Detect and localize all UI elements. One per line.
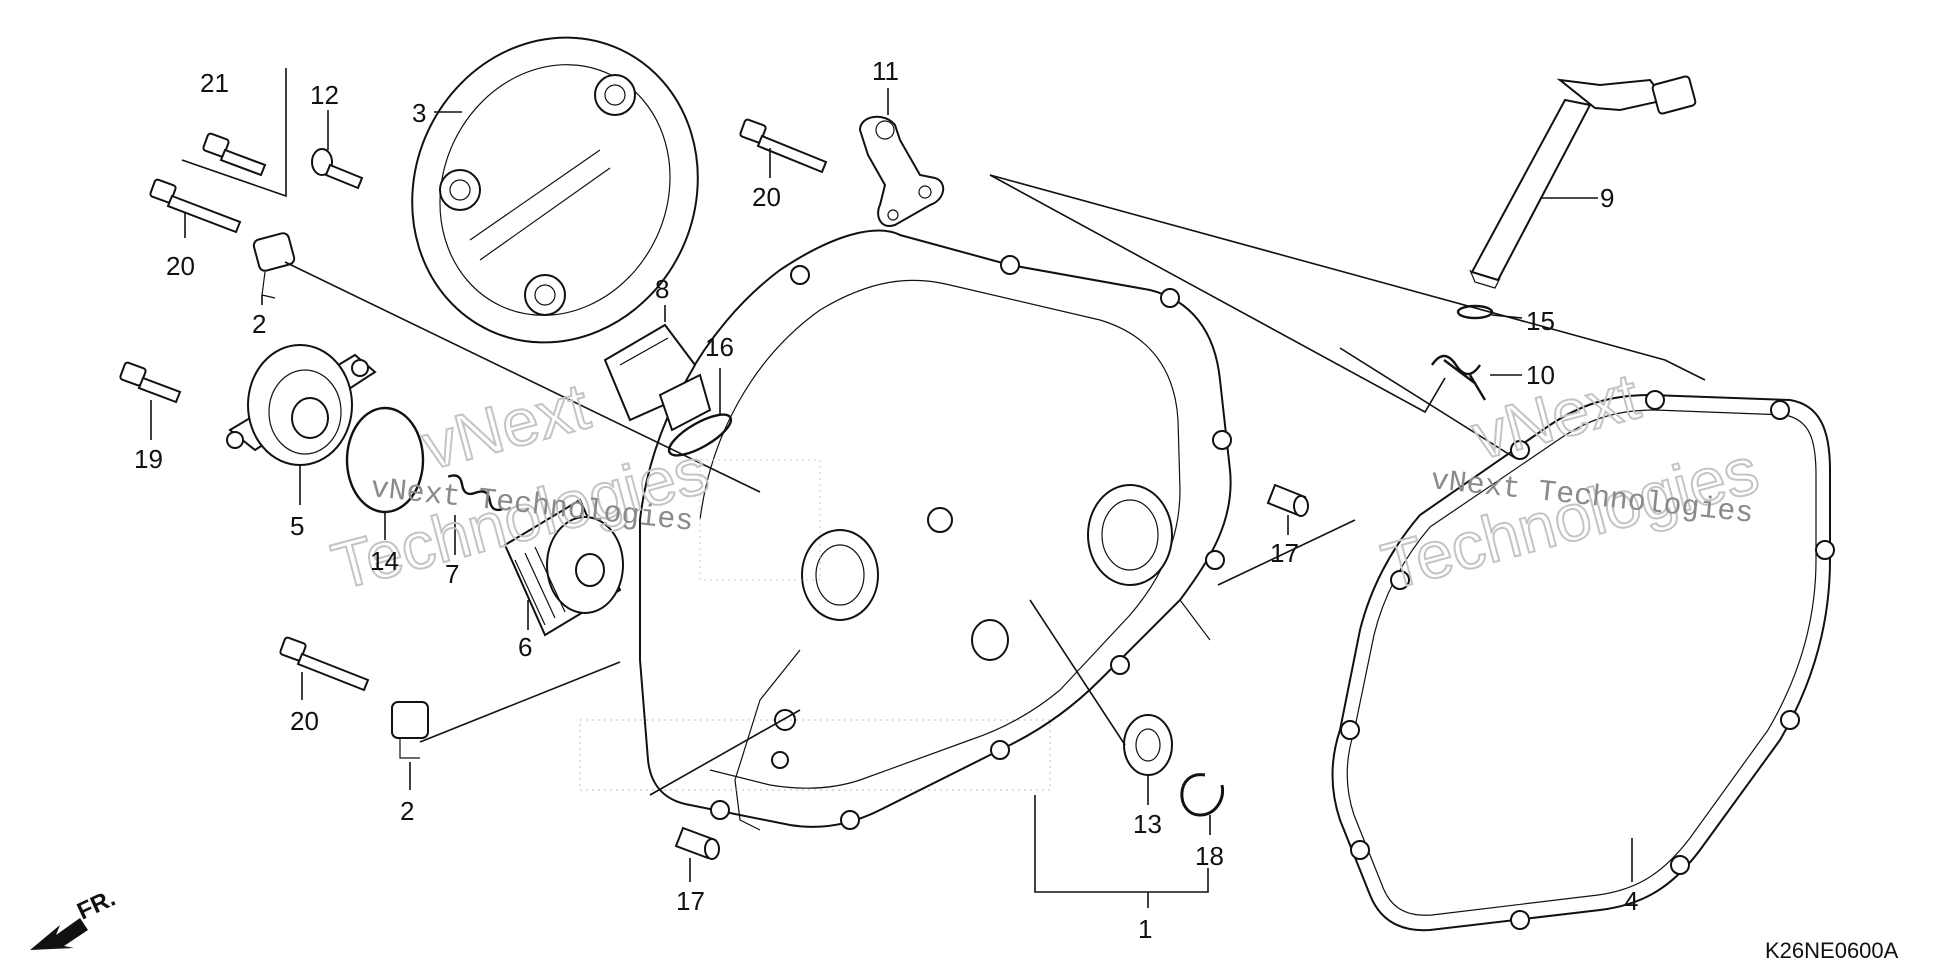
callout-9: 9	[1600, 183, 1614, 213]
leader-lines	[150, 68, 1706, 908]
callout-13: 13	[1133, 809, 1162, 839]
bolt-20a	[149, 178, 242, 234]
o-ring-16	[667, 413, 733, 457]
spring	[447, 474, 505, 512]
bolt-12	[311, 148, 364, 190]
return-spring	[1431, 354, 1487, 401]
callout-1: 1	[1138, 914, 1152, 944]
callout-4: 4	[1624, 886, 1638, 916]
dowel-pin-17b	[674, 826, 720, 860]
callout-5: 5	[290, 511, 304, 541]
callout-17a: 17	[1270, 538, 1299, 568]
circlip	[1180, 773, 1225, 817]
bolt-19	[119, 361, 182, 404]
callout-7: 7	[445, 559, 459, 589]
callout-labels: 21 12 3 20 2 19 5 14 7 6 8 16 11 20 9 15…	[134, 56, 1638, 944]
oil-filler-cap	[603, 323, 712, 432]
callout-6: 6	[518, 632, 532, 662]
diagram-code: K26NE0600A	[1765, 938, 1899, 963]
callout-20b: 20	[752, 182, 781, 212]
callout-2a: 2	[252, 309, 266, 339]
callout-15: 15	[1526, 306, 1555, 336]
callout-19: 19	[134, 444, 163, 474]
front-direction-indicator: FR.	[30, 885, 120, 950]
bolt-20c	[279, 636, 370, 692]
filter-cap	[226, 344, 377, 466]
oil-filter	[503, 498, 624, 637]
bolt-21	[202, 132, 267, 177]
stopper-plate	[858, 115, 945, 227]
callout-12: 12	[310, 80, 339, 110]
callout-20a: 20	[166, 251, 195, 281]
callout-16: 16	[705, 332, 734, 362]
clutch-cover	[411, 36, 699, 344]
callout-2b: 2	[400, 796, 414, 826]
callout-3: 3	[412, 98, 426, 128]
oil-seal	[1123, 714, 1173, 776]
callout-21: 21	[200, 68, 229, 98]
callout-10: 10	[1526, 360, 1555, 390]
clamp-2a	[252, 232, 296, 299]
bolt-20b	[739, 118, 828, 174]
clamp-2b	[391, 701, 429, 759]
callout-14: 14	[370, 546, 399, 576]
callout-11: 11	[872, 56, 899, 86]
callout-17b: 17	[676, 886, 705, 916]
front-arrow-icon	[30, 918, 88, 950]
callout-8: 8	[655, 274, 669, 304]
dowel-pin-17a	[1266, 483, 1309, 517]
shift-shaft	[1469, 75, 1697, 289]
gasket	[1331, 390, 1835, 932]
crankcase-cover	[579, 229, 1232, 831]
callout-18: 18	[1195, 841, 1224, 871]
callout-20c: 20	[290, 706, 319, 736]
